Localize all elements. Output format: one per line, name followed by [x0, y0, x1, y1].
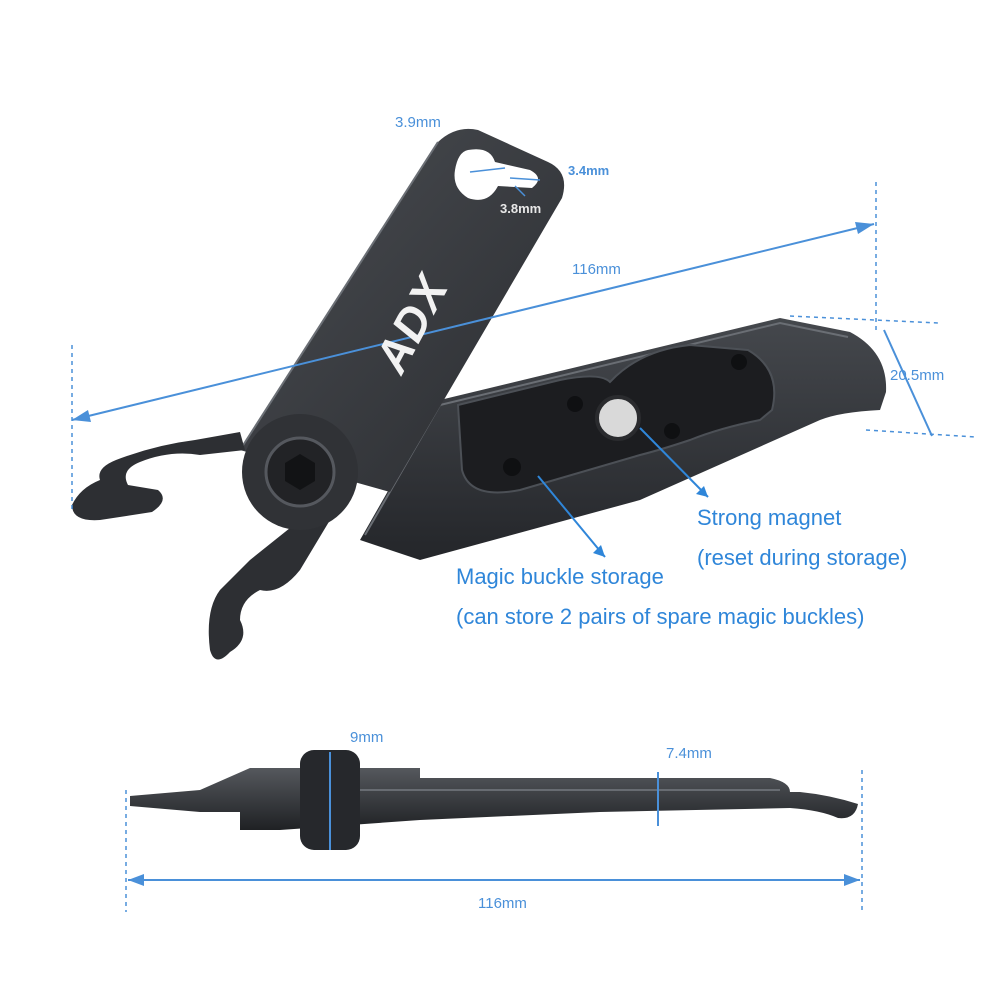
- storage-callout-title: Magic buckle storage: [456, 564, 664, 589]
- storage-hole: [731, 354, 747, 370]
- storage-hole: [664, 423, 680, 439]
- head-thickness-label: 9mm: [350, 729, 384, 746]
- body-thickness-label: 7.4mm: [666, 745, 712, 762]
- mount-holes: [503, 354, 747, 476]
- magnet-callout-title: Strong magnet: [697, 505, 842, 530]
- side-view-tool: [130, 750, 858, 850]
- key-slot: [454, 149, 539, 200]
- side-dimension-lines: [125, 752, 863, 912]
- storage-hole: [567, 396, 583, 412]
- arrow-left-icon: [128, 874, 144, 886]
- arrow-right-icon: [855, 222, 874, 234]
- length-dimension-line: [71, 223, 875, 421]
- top-length-label: 116mm: [572, 261, 621, 278]
- magnet-callout-note: (reset during storage): [697, 545, 908, 570]
- storage-hole: [503, 458, 521, 476]
- arrow-icon: [696, 486, 708, 497]
- magnet-leader: [639, 427, 709, 498]
- arrow-right-icon: [844, 874, 860, 886]
- storage-callout-note: (can store 2 pairs of spare magic buckle…: [456, 604, 865, 629]
- callout-leaders: [537, 427, 709, 558]
- magnet: [595, 395, 641, 441]
- top-dimension-lines: [71, 167, 976, 510]
- hex-socket-icon: [285, 454, 315, 490]
- logo-arm: [72, 128, 565, 660]
- slot-width-label: 3.9mm: [395, 114, 441, 131]
- side-length-label: 116mm: [478, 895, 527, 912]
- arrow-left-icon: [72, 410, 91, 422]
- lever-width-label: 20.5mm: [890, 367, 945, 384]
- slot-inner-label: 3.8mm: [500, 201, 542, 216]
- width-dimension-line: [883, 329, 933, 437]
- arrow-icon: [593, 545, 605, 557]
- slot-neck-label: 3.4mm: [568, 163, 610, 178]
- storage-leader: [537, 475, 606, 558]
